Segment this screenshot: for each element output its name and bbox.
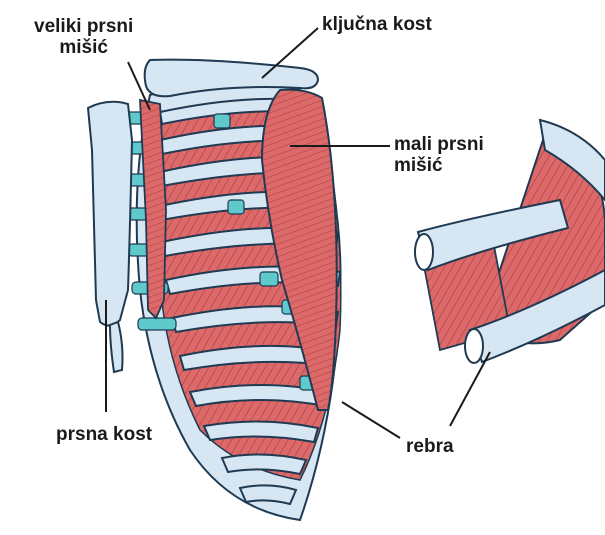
- label-veliki-prsni-misic: veliki prsni mišić: [34, 16, 133, 58]
- label-kljucna-kost: ključna kost: [322, 14, 432, 35]
- label-veliki-prsni-line2: mišić: [34, 37, 133, 58]
- label-mali-prsni-line1: mali prsni: [394, 134, 484, 155]
- leader-rebra: [342, 402, 400, 438]
- sternum: [88, 102, 132, 372]
- label-mali-prsni-line2: mišić: [394, 155, 484, 176]
- label-rebra: rebra: [406, 436, 454, 457]
- leader-rebra-inset: [450, 352, 490, 426]
- label-veliki-prsni-line1: veliki prsni: [34, 16, 133, 37]
- label-prsna-kost: prsna kost: [56, 424, 152, 445]
- label-mali-prsni-misic: mali prsni mišić: [394, 134, 484, 176]
